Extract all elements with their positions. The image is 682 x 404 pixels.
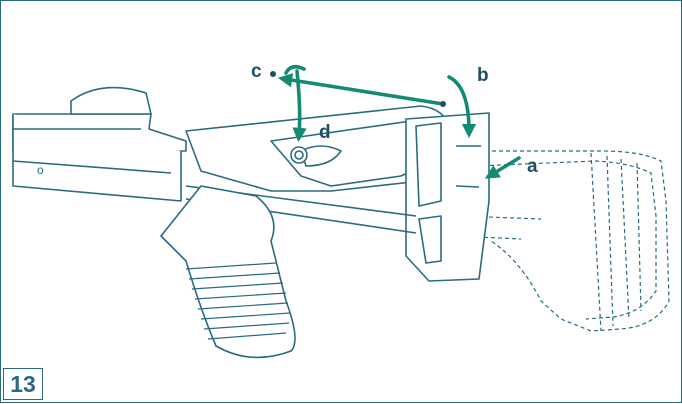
buttplate (405, 112, 490, 282)
arrow-d (292, 69, 307, 143)
point-c-dot (270, 71, 276, 77)
arrow-b-to-c (277, 73, 445, 106)
pistol-grip (160, 185, 296, 359)
figure-number: 13 (3, 368, 43, 400)
arrow-b-rotation (447, 75, 477, 139)
label-c: c (251, 61, 262, 82)
label-small-o: o (37, 163, 44, 177)
arrow-a (484, 156, 521, 179)
label-d: d (319, 122, 331, 143)
label-b: b (477, 65, 489, 86)
arrow-c-rotation (284, 64, 306, 75)
receiver-body (12, 86, 187, 202)
label-a: a (527, 156, 538, 177)
arrows (277, 64, 521, 179)
point-b-dot (440, 101, 446, 107)
